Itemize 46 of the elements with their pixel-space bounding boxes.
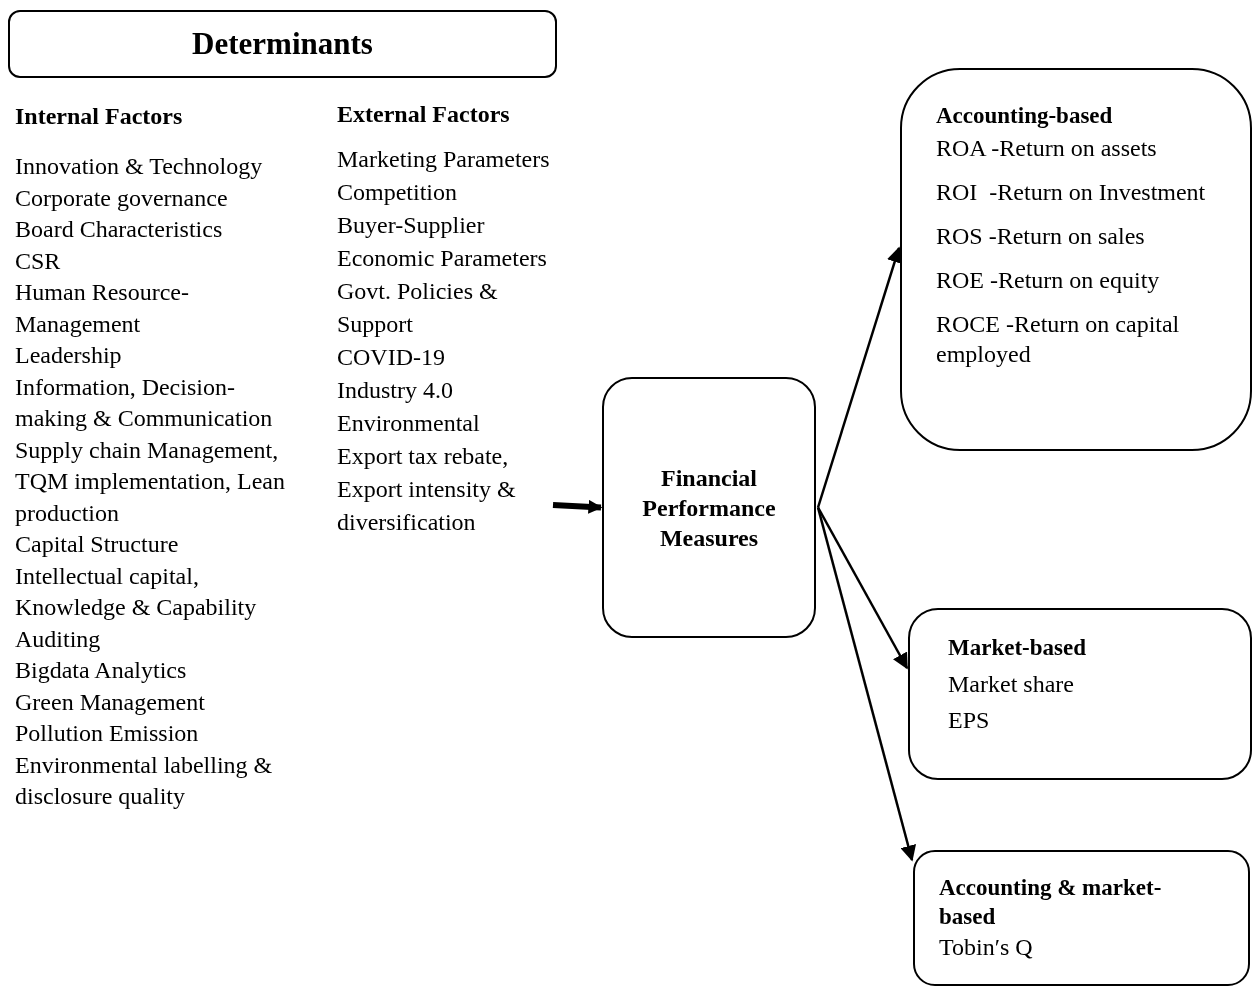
- list-item: Environmental: [337, 409, 481, 438]
- rounded-box: [602, 377, 816, 638]
- list-item: Marketing Parameters: [337, 145, 551, 174]
- list-item: Bigdata Analytics: [15, 656, 188, 685]
- list-item: Information, Decision- making & Communication: [15, 372, 274, 433]
- arrow: [816, 507, 916, 862]
- list-item: Industry 4.0: [337, 376, 454, 405]
- list-item: Buyer-Supplier: [337, 211, 486, 240]
- heading-text: Internal Factors: [15, 102, 184, 131]
- list-item: Tobin′s Q: [939, 932, 1034, 962]
- list-item: Economic Parameters: [337, 244, 548, 273]
- list-item: Leadership: [15, 341, 123, 370]
- heading-text: Accounting-based: [936, 102, 1114, 130]
- list-item: Supply chain Management, TQM implementation, Lean production: [15, 435, 286, 528]
- list-item: ROCE -Return on capital employed: [936, 309, 1181, 369]
- list-item: ROS -Return on sales: [936, 221, 1146, 251]
- list-item: Export tax rebate, Export intensity & diversification: [337, 442, 517, 537]
- rounded-box: [908, 608, 1252, 780]
- list-item: ROE -Return on equity: [936, 265, 1161, 295]
- list-item: Green Management: [15, 687, 206, 717]
- list-item: Intellectual capital, Knowledge & Capability: [15, 561, 258, 622]
- list-item: Competition: [337, 178, 458, 207]
- arrow: [552, 499, 603, 514]
- heading-text: External Factors: [337, 100, 511, 129]
- rounded-box: [900, 68, 1252, 451]
- title-text: Determinants: [192, 24, 373, 63]
- heading-text: Accounting & market-based: [939, 874, 1163, 931]
- heading-text: Market-based: [948, 634, 1087, 662]
- list-item: Capital Structure: [15, 530, 180, 559]
- list-item: Govt. Policies & Support: [337, 277, 499, 339]
- rounded-box: [913, 850, 1250, 986]
- list-item: Innovation & Technology: [15, 152, 264, 181]
- list-item: Environmental labelling & disclosure quality: [15, 750, 274, 811]
- list-item: Auditing: [15, 624, 102, 654]
- rounded-box: [8, 10, 557, 78]
- list-item: Pollution Emission: [15, 719, 200, 748]
- list-item: Board Characteristics: [15, 215, 224, 244]
- list-item: CSR: [15, 246, 62, 276]
- list-item: Market share: [948, 669, 1075, 699]
- title-text: Financial Performance Measures: [641, 463, 777, 553]
- list-item: Corporate governance: [15, 183, 229, 213]
- list-item: EPS: [948, 705, 991, 735]
- list-item: COVID-19: [337, 343, 446, 372]
- list-item: ROI -Return on Investment: [936, 177, 1207, 207]
- list-item: Human Resource- Management: [15, 278, 190, 339]
- list-item: ROA -Return on assets: [936, 133, 1158, 163]
